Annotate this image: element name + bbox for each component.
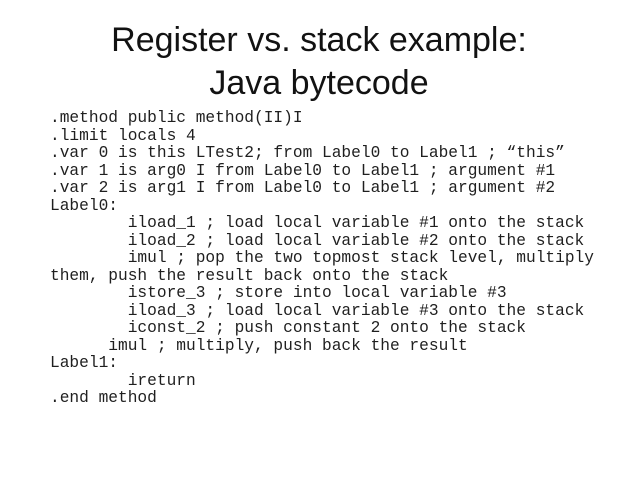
title-line-1: Register vs. stack example: xyxy=(111,21,527,59)
title-line-2: Java bytecode xyxy=(209,64,429,102)
page-title: Register vs. stack example: Java bytecod… xyxy=(0,19,638,105)
bytecode-listing: .method public method(II)I .limit locals… xyxy=(50,109,594,407)
